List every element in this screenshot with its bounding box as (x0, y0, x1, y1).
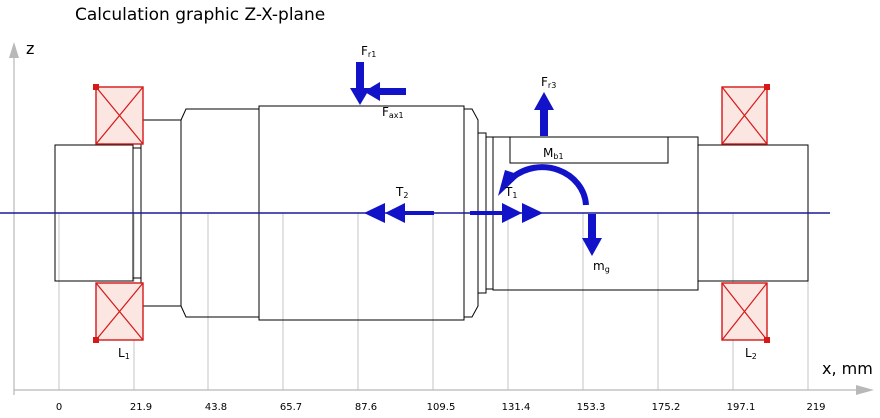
x-axis (14, 385, 874, 395)
bearing-right-top (721, 84, 770, 145)
x-tick-label: 87.6 (355, 402, 377, 413)
force-fax1-arrow (364, 82, 406, 101)
z-axis-label: z (26, 39, 34, 58)
x-tick-label: 219 (806, 402, 825, 413)
bearing-left-top (93, 84, 144, 145)
torque-t2-label: T2 (395, 185, 408, 200)
gravity-mg-arrow (582, 214, 602, 256)
x-tick-labels: 0 21.9 43.8 65.7 87.6 109.5 131.4 153.3 … (56, 402, 826, 413)
moment-mb1-label: Mb1 (543, 146, 564, 161)
x-tick-label: 197.1 (727, 402, 756, 413)
torque-t1-label: T1 (504, 185, 517, 200)
x-tick-label: 175.2 (652, 402, 681, 413)
x-tick-label: 131.4 (502, 402, 531, 413)
force-fr1-label: Fr1 (361, 44, 376, 59)
key-groove (509, 136, 669, 164)
grid-lines (58, 213, 809, 390)
moment-mb1-arrow (498, 164, 589, 206)
shaft-segment-step-right (463, 108, 479, 318)
force-fr1-arrow (350, 62, 370, 105)
z-axis (9, 42, 19, 395)
torque-t1-arrow (470, 203, 543, 223)
bearing-right-label: L2 (745, 346, 757, 361)
bearing-left-label: L1 (118, 346, 130, 361)
x-tick-label: 65.7 (280, 402, 302, 413)
graphic-title: Calculation graphic Z-X-plane (75, 5, 325, 25)
x-tick-label: 0 (56, 402, 62, 413)
force-fax1-label: Fax1 (382, 105, 404, 120)
bearing-right-bottom (721, 282, 770, 343)
x-tick-label: 153.3 (577, 402, 606, 413)
x-tick-label: 109.5 (427, 402, 456, 413)
x-tick-label: 21.9 (130, 402, 152, 413)
torque-t2-arrow (364, 203, 434, 223)
force-fr3-label: Fr3 (541, 75, 556, 90)
force-fr3-arrow (534, 92, 554, 136)
gravity-mg-label: mg (593, 259, 610, 274)
x-axis-label: x, mm (822, 359, 873, 378)
x-tick-label: 43.8 (205, 402, 227, 413)
bearing-left-bottom (93, 282, 144, 343)
